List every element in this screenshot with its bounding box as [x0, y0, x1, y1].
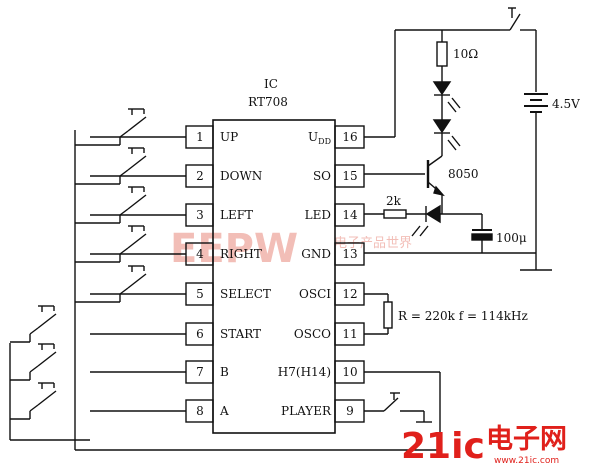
pin-number: 16: [342, 130, 357, 144]
transistor-collector: [427, 155, 443, 167]
pin-number: 14: [342, 208, 358, 222]
ic-label: IC: [264, 77, 278, 91]
led-3-ray-2: [419, 225, 429, 237]
transistor-label: 8050: [448, 167, 479, 181]
brand-watermark-number: 21ic: [401, 426, 485, 467]
switch-group: [10, 108, 147, 420]
led-2: [432, 119, 452, 134]
resistor-2k-label: 2k: [386, 194, 402, 208]
brand-watermark-text: 电子网: [486, 424, 567, 455]
pin-number: 10: [342, 365, 357, 379]
pin-number: 11: [342, 327, 357, 341]
resistor-10ohm-label: 10Ω: [453, 47, 478, 61]
led-1-ray-2: [447, 101, 457, 113]
wire-switch-bus: [29, 327, 39, 335]
pin-name: LEFT: [220, 208, 253, 222]
resistor-10ohm: [436, 41, 448, 67]
pushbutton-switch: [127, 273, 147, 289]
pin-name: UDD: [308, 130, 331, 146]
pin-number: 2: [196, 169, 204, 183]
pin-number: 8: [196, 404, 204, 418]
pushbutton-switch: [37, 313, 57, 329]
brand-watermark-url: www.21ic.com: [494, 456, 559, 466]
pushbutton-switch: [127, 194, 147, 210]
ic-part-number: RT708: [248, 95, 288, 109]
pin-name: GND: [301, 247, 331, 261]
pin-number: 7: [196, 365, 204, 379]
pin-name: START: [220, 327, 261, 341]
pin-number: 15: [342, 169, 357, 183]
wire-switch-bus: [29, 365, 39, 373]
pin-name: SO: [313, 169, 331, 183]
resistor-osc: [383, 301, 393, 329]
pin-box-right: [334, 203, 365, 227]
led-3: [425, 204, 441, 224]
left-pin-group: 1 UP 2 DOWN 3 LEFT 4 RIGHT 5 SELECT 6 START 7 B 8 A: [90, 125, 271, 423]
led-2-ray: [451, 135, 461, 147]
pushbutton-switch: [37, 390, 57, 406]
pin-number: 4: [196, 247, 204, 261]
pin-number: 12: [342, 287, 357, 301]
pin-number: 6: [196, 327, 204, 341]
right-pin-group: 16 UDD 15 SO 14 LED 13 GND 12 OSCI 11 OSCO 10 H7(H14)…: [278, 125, 365, 423]
capacitor-plate-bottom: [471, 233, 493, 241]
pin-name: SELECT: [220, 287, 271, 301]
pin-name: OSCI: [299, 287, 331, 301]
transistor-emitter-arrow: [433, 185, 445, 197]
pin-number: 3: [196, 208, 204, 222]
wire-switch-bus: [119, 208, 129, 216]
pushbutton-switch: [37, 351, 57, 367]
led-2-ray-2: [447, 139, 457, 151]
ic-body: [212, 119, 336, 434]
pin-box-right: [334, 242, 365, 266]
pin-name: DOWN: [220, 169, 262, 183]
pin-name: B: [220, 365, 229, 379]
pin-name: PLAYER: [281, 404, 332, 418]
pin-number: 9: [346, 404, 354, 418]
battery-voltage-label: 4.5V: [552, 97, 580, 111]
pushbutton-switch: [127, 155, 147, 171]
led-1: [432, 81, 452, 96]
pin-name: OSCO: [294, 327, 331, 341]
pin-name: RIGHT: [220, 247, 262, 261]
pin-number: 1: [196, 130, 204, 144]
eepw-watermark-subtitle: 电子产品世界: [334, 236, 412, 251]
player-switch: [383, 397, 399, 412]
pin-number: 13: [342, 247, 357, 261]
wire-switch-bus: [119, 247, 129, 255]
wire-switch-bus: [119, 130, 129, 138]
capacitor-label: 100μ: [496, 231, 527, 245]
pin-box-right: [334, 164, 365, 188]
wire-switch-bus: [119, 169, 129, 177]
wire-switch-bus: [119, 287, 129, 295]
pin-name: H7(H14): [278, 365, 331, 379]
resistor-2k: [383, 209, 407, 219]
led-1-ray: [451, 97, 461, 109]
power-switch: [509, 13, 521, 31]
wire-switch-bus: [29, 404, 39, 412]
led-3-ray: [411, 225, 421, 237]
pin-name: LED: [305, 208, 331, 222]
pin-name: UP: [220, 130, 238, 144]
osc-label: R = 220k f = 114kHz: [398, 309, 528, 323]
pushbutton-switch: [127, 233, 147, 249]
pin-number: 5: [196, 287, 204, 301]
pushbutton-switch: [127, 116, 147, 132]
pin-name: A: [219, 404, 229, 418]
